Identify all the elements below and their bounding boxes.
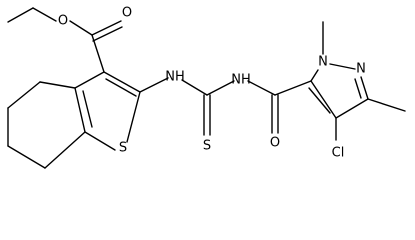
bond-nh1-cthio <box>181 79 208 96</box>
bond-c4-c5 <box>7 81 41 109</box>
bond-n1-n2 <box>329 63 356 70</box>
bond-c7a-c3a-b <box>82 90 93 128</box>
bond-c-o-double-b <box>92 26 123 42</box>
bond-c3-methyl <box>367 98 406 112</box>
bond-c7a-c3a-a <box>74 87 86 133</box>
bond-c2-s <box>126 91 141 143</box>
atom-s-thiophene: S <box>119 141 127 156</box>
bond-n2-c3-a <box>360 76 369 100</box>
bond-c6-c7 <box>7 145 46 169</box>
bond-c3-c2-a <box>103 71 141 93</box>
bond-o-c-ester <box>69 20 93 36</box>
atom-cl: Cl <box>332 146 345 161</box>
bond-cthio-nh2 <box>206 80 235 96</box>
bond-c7-c7a <box>44 131 86 169</box>
atom-labels: O O S NH NH S O N N Cl <box>58 6 366 161</box>
bonds <box>7 7 406 169</box>
molecule-diagram: O O S NH NH S O N N Cl <box>7 6 406 169</box>
bond-c3-c4 <box>335 98 369 119</box>
bond-c-o-double-a <box>91 20 122 36</box>
atom-nh-1: NH <box>165 70 185 85</box>
atom-o-carbonyl-ester: O <box>122 6 132 21</box>
atom-n-pyrazole-1: N <box>318 55 328 70</box>
atom-nh-2: NH <box>231 73 251 88</box>
bond-ester-c3 <box>91 34 105 73</box>
bond-camide-c5 <box>274 80 312 96</box>
bond-s-c7a <box>84 131 116 151</box>
bond-c3a-c3 <box>74 71 105 89</box>
atom-o-amide: O <box>270 136 280 151</box>
bond-c3a-c4 <box>39 81 76 89</box>
bond-c4-c5-b <box>308 87 331 114</box>
bond-c2-nh1 <box>139 77 169 93</box>
bond-ch2-o <box>32 7 57 22</box>
atom-s-thioxo: S <box>203 139 211 154</box>
bond-c4-c5-a <box>310 80 337 119</box>
atom-n-pyrazole-2: N <box>356 62 366 77</box>
atom-o-ester: O <box>58 14 68 29</box>
molecule-canvas: O O S NH NH S O N N Cl <box>7 6 406 169</box>
bond-nh2-camide <box>247 80 276 96</box>
bond-c5-n1 <box>310 69 319 82</box>
bond-ch3-ch2 <box>7 7 34 23</box>
bond-n2-c3-b <box>354 78 362 99</box>
bond-c3-c2-b <box>105 78 137 97</box>
